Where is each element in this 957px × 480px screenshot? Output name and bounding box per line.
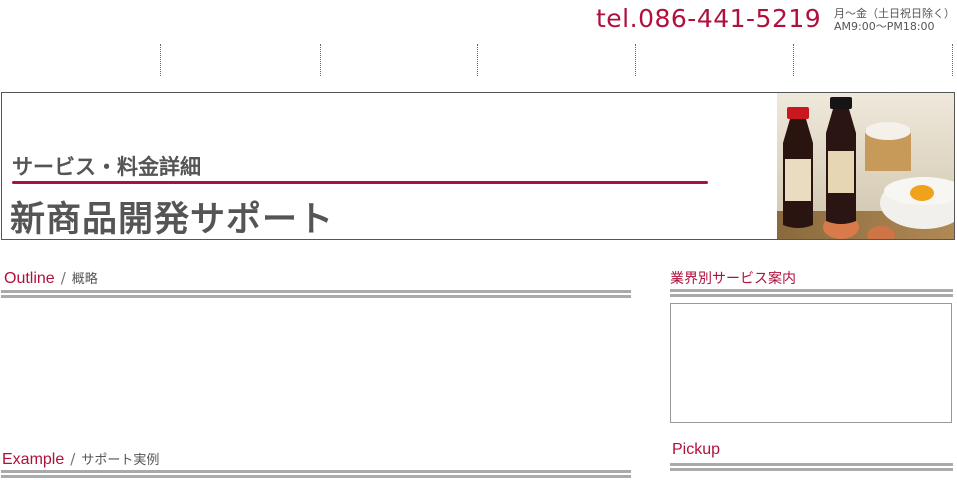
nav-separator <box>477 44 478 76</box>
hero-divider <box>12 181 708 184</box>
hero-banner: サービス・料金詳細 新商品開発サポート <box>1 92 955 240</box>
contact-info: tel.086-441-5219 月〜金（土日祝日除く） AM9:00〜PM18… <box>596 4 957 38</box>
nav-separator <box>635 44 636 76</box>
nav-separator <box>952 44 953 76</box>
nav-separator <box>793 44 794 76</box>
business-time: AM9:00〜PM18:00 <box>834 20 935 33</box>
industry-services-heading: 業界別サービス案内 <box>670 268 796 288</box>
example-heading-jp: サポート実例 <box>81 453 160 468</box>
global-nav <box>0 44 957 76</box>
product-photo-image <box>777 93 954 239</box>
nav-separator <box>320 44 321 76</box>
industry-services-box <box>670 303 952 423</box>
pickup-heading: Pickup <box>672 440 720 459</box>
nav-separator <box>160 44 161 76</box>
outline-heading-rule <box>1 290 631 298</box>
example-heading-en: Example <box>2 451 65 468</box>
outline-heading-jp: 概略 <box>71 272 98 287</box>
outline-heading: Outline / 概略 <box>4 268 98 288</box>
pickup-rule <box>670 463 953 471</box>
industry-services-title: 業界別サービス案内 <box>670 271 796 287</box>
page-title: 新商品開発サポート <box>10 200 335 240</box>
hero-subtitle: サービス・料金詳細 <box>12 155 201 179</box>
phone-number[interactable]: tel.086-441-5219 <box>596 4 822 33</box>
industry-services-rule <box>670 289 953 297</box>
example-heading: Example / サポート実例 <box>2 449 159 469</box>
outline-heading-en: Outline <box>4 270 55 287</box>
business-days: 月〜金（土日祝日除く） <box>834 7 955 20</box>
product-photo <box>777 93 954 239</box>
business-hours: 月〜金（土日祝日除く） AM9:00〜PM18:00 <box>834 7 955 33</box>
heading-slash: / <box>60 269 66 287</box>
heading-slash: / <box>70 450 76 468</box>
pickup-title: Pickup <box>672 441 721 458</box>
example-heading-rule <box>1 470 631 478</box>
